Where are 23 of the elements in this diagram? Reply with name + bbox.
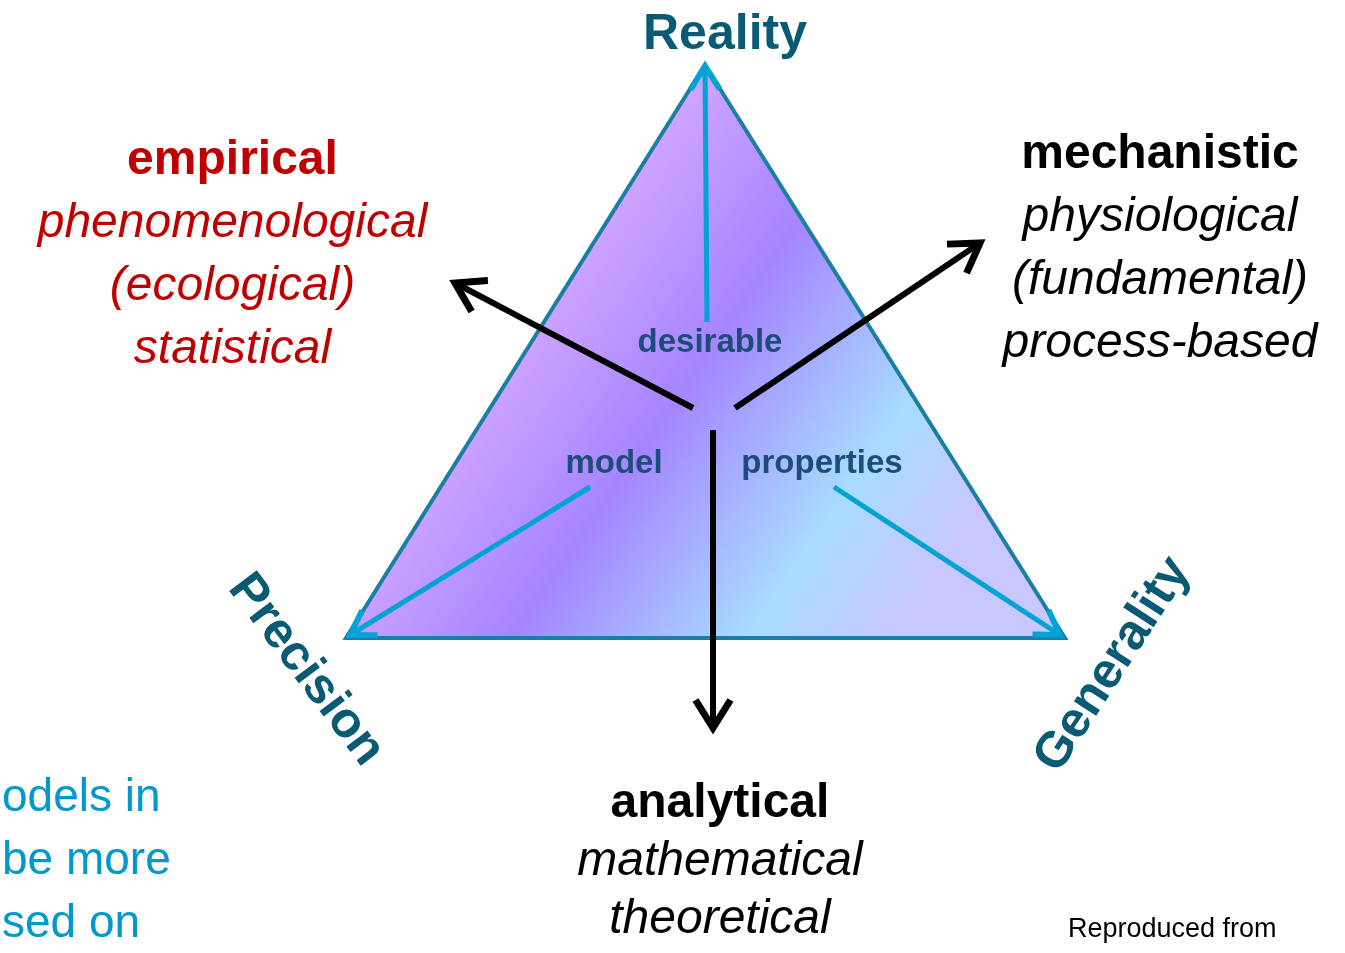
property-word: desirable — [626, 322, 794, 360]
note-text: odels in be more sed on — [2, 768, 172, 949]
vertex-label: Reality — [600, 3, 850, 67]
property-word: properties — [728, 443, 916, 481]
category-term: (ecological) — [108, 256, 357, 312]
category-term: phenomenological — [35, 193, 430, 249]
category-heading: analytical — [609, 773, 831, 829]
category-heading: empirical — [126, 130, 339, 186]
category-term: process-based — [1000, 313, 1320, 369]
category-term: physiological — [1020, 187, 1300, 243]
arrow — [733, 239, 984, 411]
property-word: model — [556, 443, 672, 481]
arrow — [687, 63, 723, 322]
category-term: statistical — [132, 319, 334, 375]
arrow — [692, 430, 734, 732]
category-term: (fundamental) — [1010, 250, 1310, 306]
arrow — [347, 484, 592, 639]
category-term: theoretical — [608, 889, 833, 945]
category-heading: mechanistic — [1020, 124, 1300, 180]
arrow — [832, 484, 1063, 638]
arrow — [451, 277, 695, 411]
category-term: mathematical — [576, 831, 865, 887]
source-note: Reproduced from — [1068, 912, 1278, 944]
